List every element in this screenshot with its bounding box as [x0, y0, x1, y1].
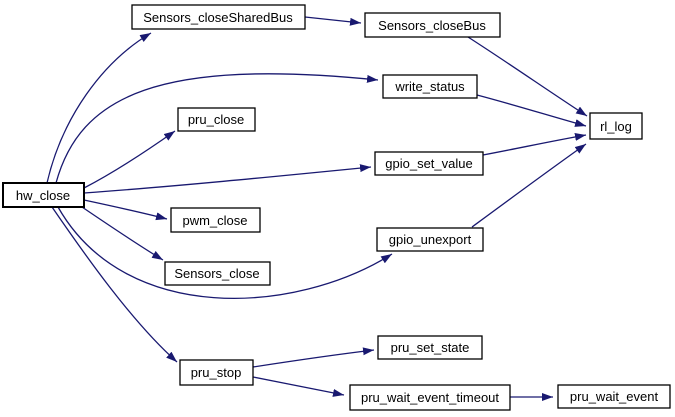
- node-label: pru_wait_event_timeout: [361, 390, 499, 405]
- edge-hw_close-pru_close: [83, 130, 176, 189]
- node-label: pwm_close: [182, 213, 247, 228]
- edge-Sensors_closeSharedBus-Sensors_closeBus: [304, 16, 362, 26]
- node-box: [170, 207, 261, 233]
- node-box: [382, 74, 478, 99]
- node-label: pru_stop: [191, 365, 242, 380]
- node-pru-close[interactable]: pru_close: [177, 107, 256, 132]
- edge-hw_close-write_status: [55, 73, 379, 184]
- node-label: pru_wait_event: [570, 389, 659, 404]
- node-box: [376, 227, 484, 252]
- node-box: [377, 335, 483, 360]
- node-box: [2, 182, 85, 208]
- node-box: [374, 151, 484, 176]
- edge-hw_close-Sensors_closeSharedBus: [46, 32, 152, 184]
- node-sensors-close-shared-bus[interactable]: Sensors_closeSharedBus: [131, 4, 306, 30]
- node-gpio-set-value[interactable]: gpio_set_value: [374, 151, 484, 176]
- node-write-status[interactable]: write_status: [382, 74, 478, 99]
- node-sensors-close-bus[interactable]: Sensors_closeBus: [364, 12, 501, 38]
- node-hw-close[interactable]: hw_close: [2, 182, 85, 208]
- node-box: [131, 4, 306, 30]
- node-pwm-close[interactable]: pwm_close: [170, 207, 261, 233]
- edge-hw_close-gpio_unexport: [57, 206, 393, 299]
- node-label: write_status: [394, 79, 465, 94]
- node-rl-log[interactable]: rl_log: [589, 112, 643, 140]
- node-gpio-unexport[interactable]: gpio_unexport: [376, 227, 484, 252]
- node-box: [179, 359, 254, 386]
- edge-write_status-rl_log: [476, 94, 587, 127]
- node-box: [364, 12, 501, 38]
- node-label: gpio_set_value: [385, 156, 472, 171]
- edge-hw_close-Sensors_close: [81, 206, 164, 261]
- node-box: [164, 261, 271, 286]
- edge-gpio_unexport-rl_log: [471, 143, 587, 228]
- node-label: Sensors_closeSharedBus: [143, 10, 293, 25]
- edge-gpio_set_value-rl_log: [482, 132, 587, 156]
- node-box: [177, 107, 256, 132]
- edge-hw_close-gpio_set_value: [83, 164, 372, 194]
- node-label: Sensors_closeBus: [378, 18, 486, 33]
- node-label: gpio_unexport: [389, 232, 472, 247]
- node-pru-set-state[interactable]: pru_set_state: [377, 335, 483, 360]
- node-label: rl_log: [600, 119, 632, 134]
- node-box: [557, 384, 671, 409]
- node-label: Sensors_close: [174, 266, 259, 281]
- node-label: hw_close: [16, 188, 70, 203]
- node-pru-wait-event[interactable]: pru_wait_event: [557, 384, 671, 409]
- edge-pru_stop-pru_wait_event_timeout: [252, 376, 345, 397]
- node-label: pru_set_state: [391, 340, 470, 355]
- node-pru-stop[interactable]: pru_stop: [179, 359, 254, 386]
- edge-hw_close-pru_stop: [51, 206, 178, 363]
- node-sensors-close[interactable]: Sensors_close: [164, 261, 271, 286]
- node-pru-wait-event-timeout[interactable]: pru_wait_event_timeout: [349, 384, 511, 411]
- node-label: pru_close: [188, 112, 244, 127]
- node-box: [589, 112, 643, 140]
- edge-pru_stop-pru_set_state: [252, 347, 375, 368]
- edge-hw_close-pwm_close: [83, 199, 168, 221]
- edge-Sensors_closeBus-rl_log: [467, 36, 588, 117]
- node-box: [349, 384, 511, 411]
